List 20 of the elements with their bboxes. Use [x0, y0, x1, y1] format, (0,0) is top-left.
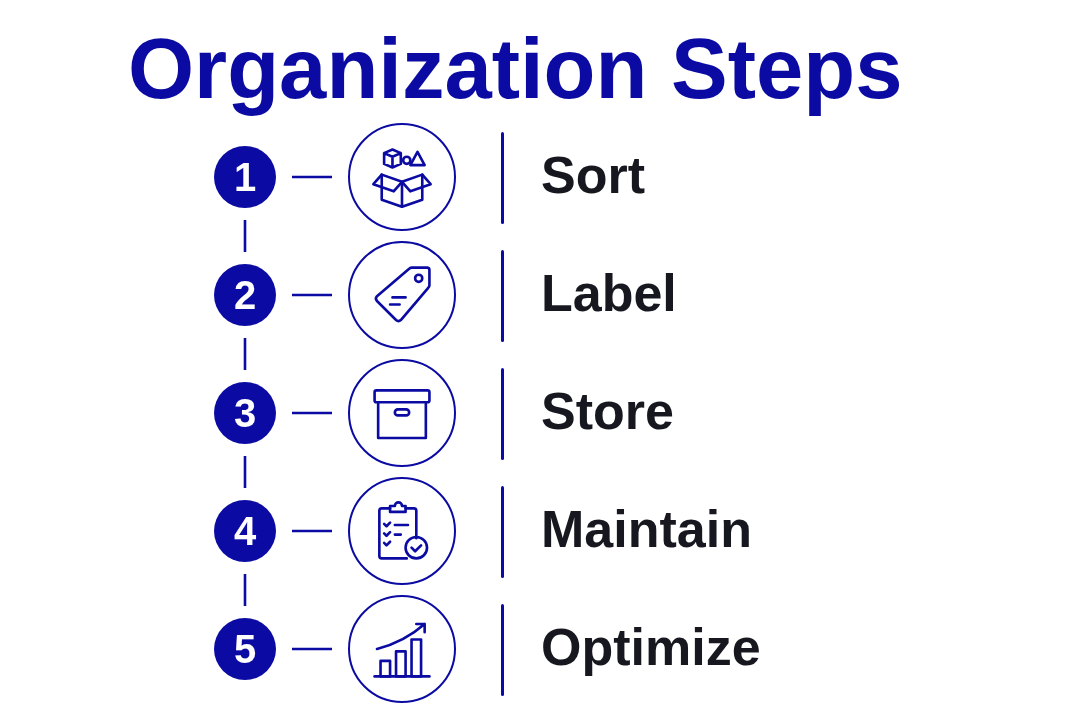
step-label: Store: [541, 381, 674, 442]
step-label: Optimize: [541, 617, 761, 678]
connector-line: [292, 411, 332, 415]
connector-line: [243, 338, 247, 370]
connector-line: [243, 574, 247, 606]
step-number: 2: [233, 275, 257, 315]
connector-line: [292, 293, 332, 297]
connector-line: [292, 175, 332, 179]
step-number: 5: [233, 629, 257, 669]
connector-line: [243, 456, 247, 488]
step-label: Label: [541, 263, 677, 324]
step-number: 3: [233, 393, 257, 433]
connector-line: [243, 220, 247, 252]
title: Organization Steps: [128, 20, 903, 118]
step-label: Sort: [541, 145, 645, 206]
connector-line: [292, 647, 332, 651]
step-number: 1: [233, 157, 257, 197]
step-label: Maintain: [541, 499, 752, 560]
step-number: 4: [233, 511, 257, 551]
connector-line: [292, 529, 332, 533]
